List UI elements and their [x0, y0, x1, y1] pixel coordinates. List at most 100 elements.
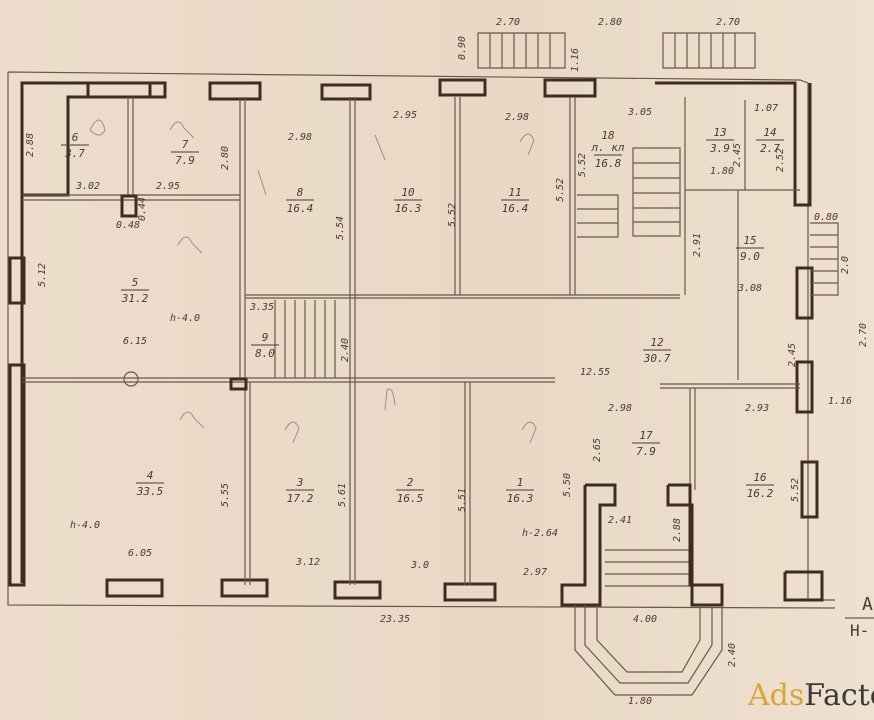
dimension-label: 2.98	[608, 403, 632, 414]
dimension-label: 3.08	[737, 283, 762, 294]
room-number: 12	[650, 336, 664, 349]
dimension-label: 2.52	[775, 148, 786, 172]
room-note: л. кл	[590, 141, 624, 154]
room-area: 7.9	[636, 445, 656, 458]
section-mark-h: Н-	[850, 621, 869, 640]
room-area: 17.2	[287, 492, 314, 505]
room-label-4: 433.5	[136, 469, 164, 498]
room-number: 2	[407, 476, 414, 489]
room-area: 8.0	[255, 347, 275, 360]
room-area: 16.4	[287, 202, 314, 215]
dimension-label: 0.90	[457, 36, 468, 60]
room-number: 16	[753, 471, 767, 484]
dimension-label: 2.93	[745, 403, 769, 414]
room-number: 6	[72, 131, 79, 144]
room-area: 16.5	[397, 492, 424, 505]
dimension-label: 23.35	[380, 614, 410, 625]
dimension-label: h-4.0	[170, 313, 200, 324]
room-label-1: 116.3	[506, 476, 534, 505]
dimension-label: 5.50	[562, 473, 573, 497]
dimension-label: 2.91	[692, 233, 703, 257]
dimension-label: 2.70	[858, 323, 869, 347]
room-labels: 116.3216.5317.2433.5531.263.777.9816.498…	[61, 126, 784, 505]
room-label-16: 16 16.2	[746, 471, 774, 500]
room-number: 14	[763, 126, 776, 139]
room-area: 7.9	[175, 154, 195, 167]
room-label-11: 11 16.4	[501, 186, 529, 215]
dimension-label: 5.52	[447, 203, 458, 227]
room-number: 8	[297, 186, 304, 199]
room-label-7: 77.9	[171, 138, 199, 167]
dimension-label: 2.40	[727, 643, 738, 667]
dimension-label: 3.05	[627, 107, 652, 118]
dimension-label: 2.65	[592, 438, 603, 462]
room-label-5: 531.2	[121, 276, 149, 305]
dimension-label: 12.55	[580, 367, 610, 378]
room-area: 16.3	[507, 492, 534, 505]
room-label-8: 816.4	[286, 186, 314, 215]
dimension-label: 5.52	[790, 478, 801, 502]
dimension-label: 3.0	[410, 560, 429, 571]
dimension-label: 2.0	[840, 256, 851, 274]
dimension-label: 2.88	[672, 518, 683, 542]
pencil-marks	[89, 119, 537, 444]
dimension-label: 5.55	[220, 483, 231, 507]
dimension-label: 1.16	[570, 48, 581, 72]
room-number: 9	[262, 331, 269, 344]
room-area: 16.2	[747, 487, 774, 500]
watermark: AdsFactory	[747, 678, 874, 713]
dimension-label: 2.40	[340, 338, 351, 362]
room-number: 4	[147, 469, 154, 482]
dimension-label: 1.16	[828, 396, 852, 407]
exterior-walls	[7, 71, 836, 609]
dimension-label: 1.80	[628, 696, 652, 707]
room-area: 30.7	[643, 352, 671, 365]
dimension-label: 5.51	[457, 488, 468, 512]
room-label-2: 216.5	[396, 476, 424, 505]
dimension-label: 2.98	[288, 132, 312, 143]
dimension-label: 2.70	[716, 17, 740, 28]
room-area: 16.3	[395, 202, 422, 215]
room-label-13: 133.9	[706, 126, 734, 155]
dimension-label: 6.15	[123, 336, 147, 347]
room-label-12: 12 30.7	[643, 336, 671, 365]
room-number: 11	[508, 186, 521, 199]
room-label-14: 142.7	[756, 126, 784, 155]
dimension-label: h-4.0	[70, 520, 100, 531]
room-number: 5	[132, 276, 139, 289]
dimension-label: 2.95	[156, 181, 180, 192]
room-number: 3	[296, 476, 304, 489]
room-number: 10	[401, 186, 415, 199]
room-number: 18	[601, 129, 615, 142]
dimension-label: 5.54	[335, 216, 346, 240]
room-number: 15	[743, 234, 756, 247]
room-label-17: 177.9	[632, 429, 660, 458]
dimension-label: h-2.64	[522, 528, 558, 539]
room-area: 33.5	[136, 485, 164, 498]
dimension-label: 2.97	[523, 567, 547, 578]
room-area: 3.7	[64, 147, 85, 160]
room-label-3: 317.2	[286, 476, 314, 505]
interior-walls	[22, 97, 800, 585]
dimension-label: 2.98	[505, 112, 529, 123]
room-label-15: 159.0	[736, 234, 764, 263]
room-number: 7	[182, 138, 189, 151]
room-area: 31.2	[121, 292, 149, 305]
dimension-label: 2.80	[220, 146, 231, 170]
room-area: 16.4	[502, 202, 529, 215]
dimension-label: 2.80	[598, 17, 622, 28]
dimension-label: 3.02	[75, 181, 100, 192]
dimension-label: 4.00	[633, 614, 657, 625]
dimension-label: 5.12	[37, 263, 48, 287]
room-area: 2.7	[760, 142, 780, 155]
dimension-label: 0.48	[116, 220, 140, 231]
dimension-label: 5.52	[555, 178, 566, 202]
dimension-label: 5.61	[337, 483, 348, 507]
room-label-9: 98.0	[251, 331, 279, 360]
dimension-label: 1.07	[754, 103, 778, 114]
dimension-label: 0.80	[814, 212, 838, 223]
